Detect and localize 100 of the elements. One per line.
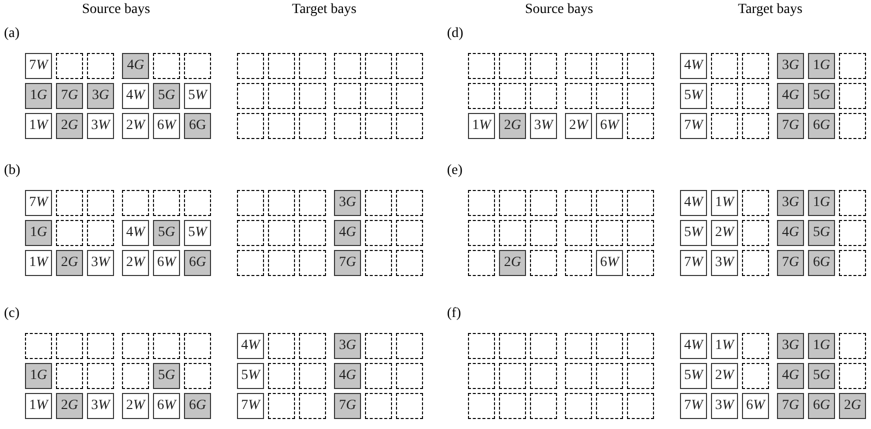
container-box: 6G: [184, 250, 211, 276]
container-box: 3G: [87, 83, 114, 109]
empty-slot: [839, 83, 866, 109]
empty-slot: [468, 83, 495, 109]
container-box: 4W: [122, 220, 149, 246]
empty-slot: [268, 393, 295, 419]
container-box: 5W: [680, 220, 707, 246]
empty-slot: [530, 83, 557, 109]
container-box: 7G: [56, 83, 83, 109]
container-box: 2W: [565, 113, 592, 139]
empty-slot: [268, 83, 295, 109]
empty-slot: [184, 190, 211, 216]
empty-slot: [396, 53, 423, 79]
container-box: 6W: [742, 393, 769, 419]
empty-slot: [839, 53, 866, 79]
container-box: 7W: [680, 250, 707, 276]
container-box: 6W: [596, 113, 623, 139]
container-box: 6W: [153, 393, 180, 419]
column-heading: Target bays: [738, 2, 802, 18]
empty-slot: [396, 333, 423, 359]
empty-slot: [499, 83, 526, 109]
empty-slot: [396, 113, 423, 139]
empty-slot: [499, 393, 526, 419]
container-box: 1G: [25, 220, 52, 246]
panel-label: (d): [447, 26, 464, 42]
empty-slot: [365, 113, 392, 139]
empty-slot: [299, 83, 326, 109]
container-box: 2W: [711, 363, 738, 389]
empty-slot: [334, 53, 361, 79]
container-box: 4G: [334, 363, 361, 389]
container-box: 4W: [680, 53, 707, 79]
container-box: 6W: [596, 250, 623, 276]
empty-slot: [365, 190, 392, 216]
empty-slot: [184, 53, 211, 79]
empty-slot: [742, 250, 769, 276]
container-box: 1W: [25, 393, 52, 419]
container-box: 7W: [680, 393, 707, 419]
container-box: 5G: [808, 363, 835, 389]
empty-slot: [596, 333, 623, 359]
empty-slot: [742, 363, 769, 389]
empty-slot: [334, 113, 361, 139]
empty-slot: [839, 113, 866, 139]
container-box: 4G: [777, 363, 804, 389]
container-box: 5W: [680, 83, 707, 109]
empty-slot: [153, 53, 180, 79]
empty-slot: [499, 190, 526, 216]
empty-slot: [530, 363, 557, 389]
container-box: 2W: [711, 220, 738, 246]
container-box: 7W: [25, 190, 52, 216]
container-box: 3G: [334, 190, 361, 216]
container-box: 3G: [777, 333, 804, 359]
empty-slot: [268, 190, 295, 216]
empty-slot: [268, 363, 295, 389]
column-heading: Source bays: [525, 2, 594, 18]
empty-slot: [742, 53, 769, 79]
empty-slot: [468, 250, 495, 276]
empty-slot: [530, 220, 557, 246]
container-box: 3W: [87, 393, 114, 419]
empty-slot: [627, 190, 654, 216]
empty-slot: [122, 190, 149, 216]
container-box: 5W: [237, 363, 264, 389]
empty-slot: [184, 363, 211, 389]
empty-slot: [87, 333, 114, 359]
empty-slot: [334, 83, 361, 109]
empty-slot: [237, 113, 264, 139]
container-box: 7G: [777, 113, 804, 139]
container-box: 5W: [184, 220, 211, 246]
empty-slot: [122, 363, 149, 389]
empty-slot: [396, 83, 423, 109]
container-box: 5G: [808, 83, 835, 109]
container-box: 6W: [153, 113, 180, 139]
empty-slot: [468, 333, 495, 359]
empty-slot: [627, 363, 654, 389]
empty-slot: [627, 113, 654, 139]
empty-slot: [839, 333, 866, 359]
empty-slot: [596, 363, 623, 389]
empty-slot: [153, 190, 180, 216]
empty-slot: [396, 190, 423, 216]
container-box: 3W: [711, 250, 738, 276]
empty-slot: [396, 250, 423, 276]
container-box: 2W: [122, 250, 149, 276]
container-box: 5G: [808, 220, 835, 246]
empty-slot: [565, 333, 592, 359]
empty-slot: [530, 333, 557, 359]
container-box: 1W: [711, 190, 738, 216]
container-box: 5W: [184, 83, 211, 109]
empty-slot: [711, 83, 738, 109]
container-box: 1G: [808, 333, 835, 359]
empty-slot: [299, 113, 326, 139]
empty-slot: [596, 53, 623, 79]
container-box: 4W: [680, 333, 707, 359]
container-box: 6G: [184, 113, 211, 139]
empty-slot: [365, 333, 392, 359]
empty-slot: [711, 113, 738, 139]
empty-slot: [499, 333, 526, 359]
empty-slot: [565, 393, 592, 419]
empty-slot: [565, 190, 592, 216]
container-box: 6G: [184, 393, 211, 419]
empty-slot: [299, 53, 326, 79]
empty-slot: [468, 190, 495, 216]
